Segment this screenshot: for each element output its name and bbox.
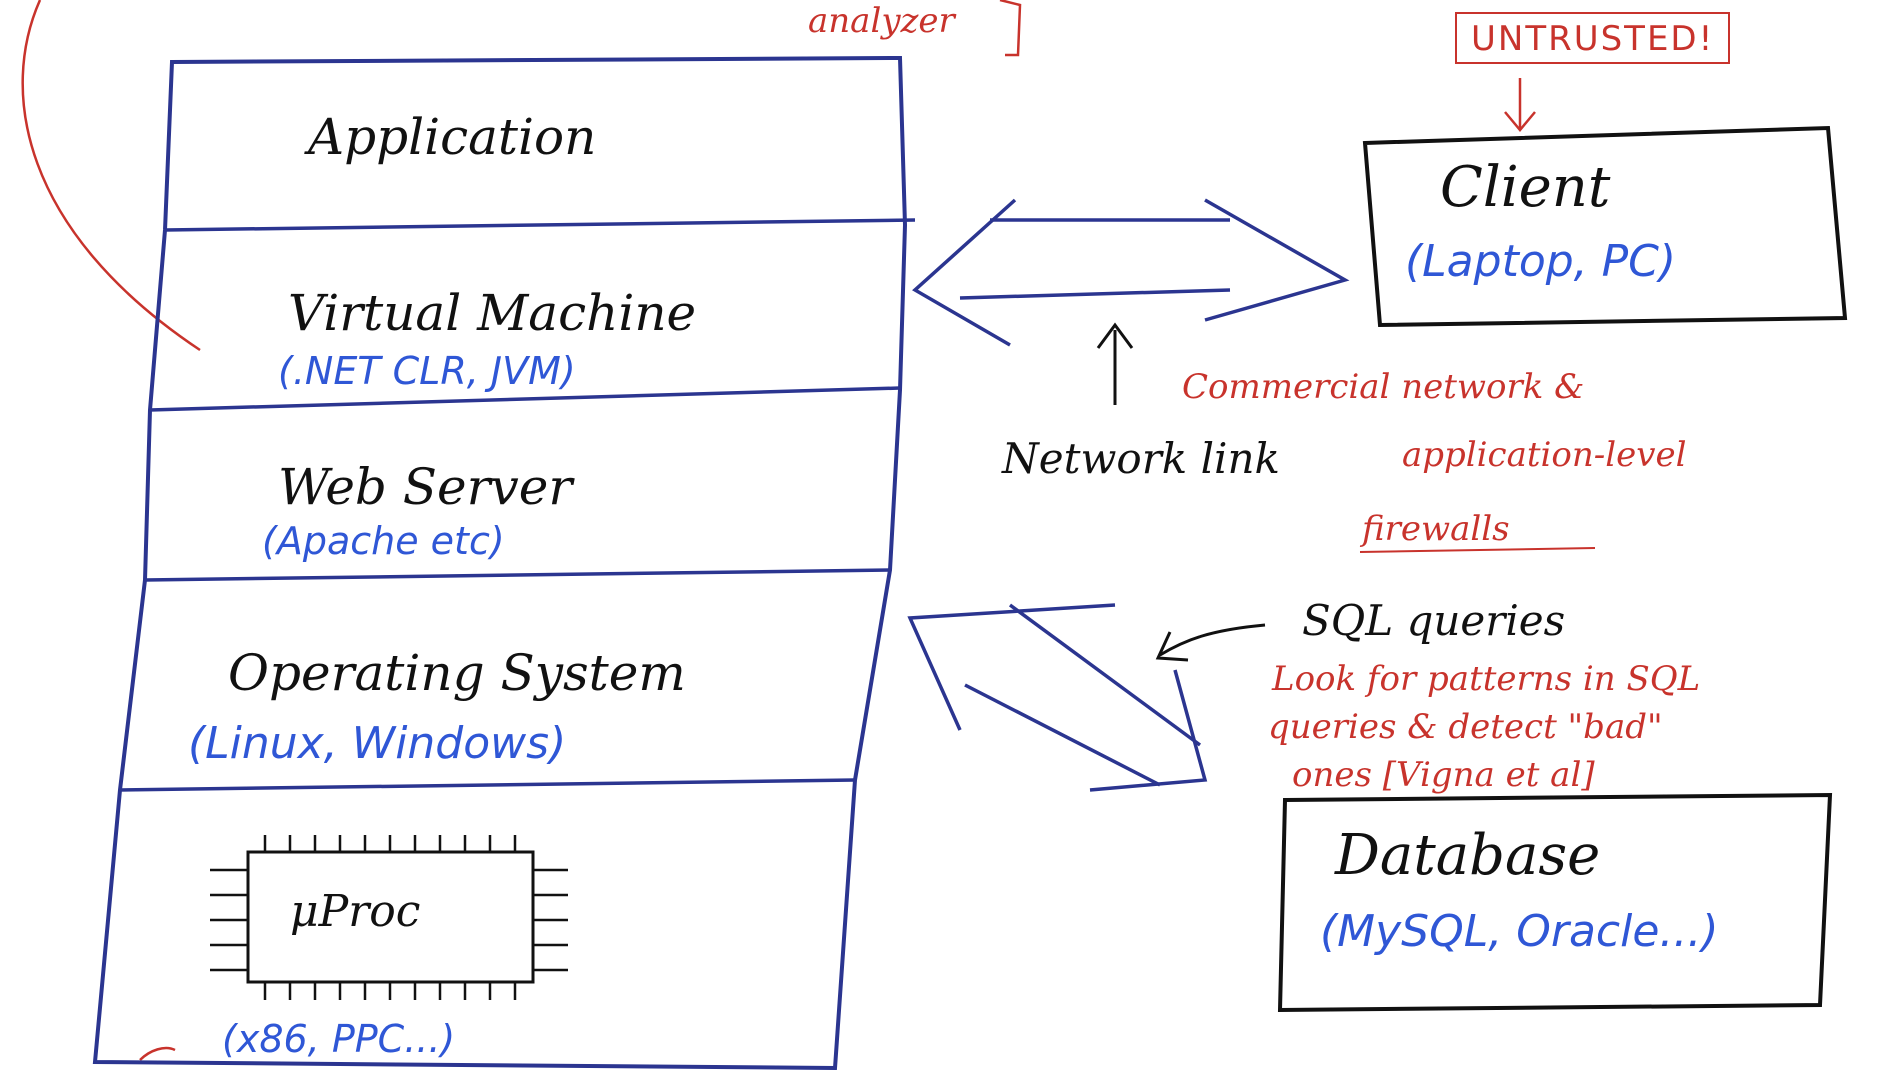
- untrusted-pointer: [1504, 78, 1536, 132]
- database-label: Database: [1335, 823, 1601, 888]
- firewall-note-line2: application-level: [1402, 435, 1687, 475]
- virtual-machine-examples: (.NET CLR, JVM): [278, 349, 576, 393]
- client-label: Client: [1440, 155, 1611, 220]
- processor-pins: [210, 835, 568, 1000]
- network-link-arrow: [912, 198, 1350, 347]
- processor-examples: (x86, PPC...): [222, 1017, 456, 1061]
- database-box: [1277, 792, 1833, 1013]
- red-annotation-tick: [139, 1046, 176, 1061]
- sql-queries-label: SQL queries: [1302, 596, 1566, 645]
- sql-note-line1: Look for patterns in SQL: [1272, 659, 1701, 699]
- database-link-arrow: [907, 603, 1208, 792]
- database-examples: (MySQL, Oracle...): [1320, 906, 1719, 957]
- web-server-layer-label: Web Server: [278, 458, 573, 516]
- application-layer-label: Application: [308, 108, 597, 166]
- firewalls-underline: [1359, 547, 1596, 553]
- untrusted-badge: UNTRUSTED!: [1455, 12, 1731, 64]
- client-box: [1362, 125, 1848, 328]
- analyzer-note: analyzer: [808, 1, 955, 41]
- processor-label: μProc: [290, 886, 421, 937]
- operating-system-examples: (Linux, Windows): [188, 718, 567, 769]
- analyzer-bracket: [999, 0, 1022, 57]
- network-link-label: Network link: [1002, 434, 1280, 483]
- divider-vm-web: [149, 386, 901, 412]
- red-annotation-curve: [21, 0, 201, 352]
- stack-box: [92, 55, 908, 1070]
- network-link-pointer: [1096, 322, 1134, 405]
- client-examples: (Laptop, PC): [1405, 236, 1677, 287]
- sql-note-line3: ones [Vigna et al]: [1292, 755, 1595, 795]
- divider-app-vm: [164, 218, 916, 232]
- sql-pointer-arrow: [1155, 623, 1266, 662]
- firewall-note-line1: Commercial network &: [1182, 367, 1585, 407]
- operating-system-layer-label: Operating System: [228, 644, 686, 702]
- divider-web-os: [144, 568, 891, 582]
- divider-os-proc: [119, 778, 856, 792]
- sql-note-line2: queries & detect "bad": [1268, 707, 1663, 747]
- web-server-examples: (Apache etc): [262, 519, 505, 563]
- virtual-machine-layer-label: Virtual Machine: [288, 284, 697, 342]
- firewall-note-line3: firewalls: [1362, 509, 1510, 549]
